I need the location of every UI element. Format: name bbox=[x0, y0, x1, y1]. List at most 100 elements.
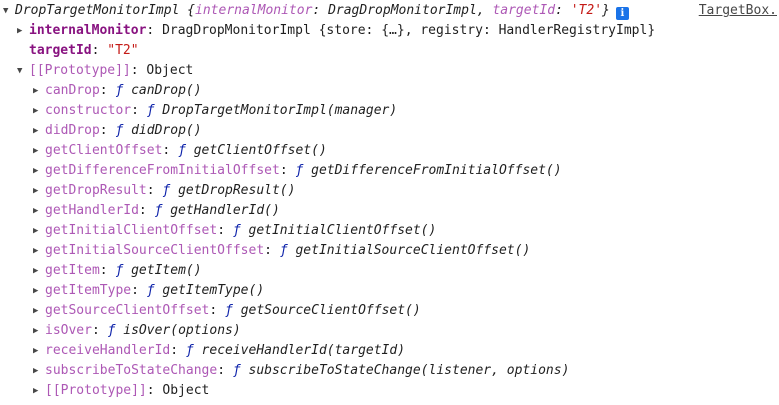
method-colon: : bbox=[131, 103, 147, 118]
method-row-constructor[interactable]: ▶constructor: ƒ DropTargetMonitorImpl(ma… bbox=[0, 101, 779, 121]
summary-value-internal-monitor: DragDropMonitorImpl bbox=[328, 3, 477, 18]
nested-prototype-row[interactable]: ▶ [[Prototype]]: Object bbox=[0, 381, 779, 401]
method-row-receive-handler-id[interactable]: ▶receiveHandlerId: ƒ receiveHandlerId(ta… bbox=[0, 341, 779, 361]
spacer bbox=[233, 303, 241, 318]
collapsed-arrow-icon[interactable]: ▶ bbox=[33, 146, 39, 156]
method-key: getSourceClientOffset bbox=[45, 303, 210, 318]
function-marker-icon: ƒ bbox=[185, 343, 194, 358]
summary-value-target-id: 'T2' bbox=[570, 3, 603, 18]
collapsed-arrow-icon[interactable]: ▶ bbox=[33, 186, 39, 196]
nested-prototype-key: [[Prototype]] bbox=[45, 383, 147, 398]
property-colon: : bbox=[91, 43, 108, 58]
prototype-key: [[Prototype]] bbox=[29, 63, 131, 78]
method-signature: getClientOffset() bbox=[193, 143, 327, 158]
method-colon: : bbox=[170, 343, 186, 358]
method-signature: didDrop() bbox=[131, 123, 202, 138]
nested-prototype-value: Object bbox=[162, 383, 210, 398]
property-row-internal-monitor[interactable]: ▶internalMonitor: DragDropMonitorImpl {s… bbox=[0, 21, 779, 41]
method-row-get-initial-source-client-offset[interactable]: ▶getInitialSourceClientOffset: ƒ getInit… bbox=[0, 241, 779, 261]
collapsed-arrow-icon[interactable]: ▶ bbox=[33, 86, 39, 96]
method-row-is-over[interactable]: ▶isOver: ƒ isOver(options) bbox=[0, 321, 779, 341]
prototype-methods-list: ▶canDrop: ƒ canDrop()▶constructor: ƒ Dro… bbox=[0, 81, 779, 381]
expanded-arrow-icon[interactable]: ▼ bbox=[17, 66, 23, 76]
method-row-did-drop[interactable]: ▶didDrop: ƒ didDrop() bbox=[0, 121, 779, 141]
collapsed-arrow-icon[interactable]: ▶ bbox=[33, 326, 39, 336]
collapsed-arrow-icon[interactable]: ▶ bbox=[33, 386, 39, 396]
method-signature: getItemType() bbox=[162, 283, 265, 298]
collapsed-arrow-icon[interactable]: ▶ bbox=[33, 286, 39, 296]
method-signature: getDifferenceFromInitialOffset() bbox=[311, 163, 562, 178]
method-row-get-item[interactable]: ▶getItem: ƒ getItem() bbox=[0, 261, 779, 281]
collapsed-arrow-icon[interactable]: ▶ bbox=[33, 306, 39, 316]
method-colon: : bbox=[99, 263, 116, 278]
summary-colon: : bbox=[555, 3, 571, 18]
method-colon: : bbox=[138, 203, 155, 218]
collapsed-arrow-icon[interactable]: ▶ bbox=[33, 166, 39, 176]
function-marker-icon: ƒ bbox=[225, 303, 233, 318]
nested-prototype-colon: : bbox=[146, 383, 163, 398]
method-colon: : bbox=[209, 303, 226, 318]
spacer bbox=[241, 363, 249, 378]
summary-suffix: } bbox=[602, 3, 610, 18]
collapsed-arrow-icon[interactable]: ▶ bbox=[33, 246, 39, 256]
function-marker-icon: ƒ bbox=[295, 163, 304, 178]
collapsed-arrow-icon[interactable]: ▶ bbox=[33, 226, 39, 236]
function-marker-icon: ƒ bbox=[107, 323, 116, 338]
prototype-row[interactable]: ▼[[Prototype]]: Object bbox=[0, 61, 779, 81]
function-marker-icon: ƒ bbox=[146, 103, 155, 118]
spacer bbox=[170, 183, 178, 198]
method-colon: : bbox=[99, 123, 116, 138]
spacer bbox=[123, 263, 131, 278]
property-key: targetId bbox=[29, 43, 92, 58]
expanded-arrow-icon[interactable]: ▼ bbox=[3, 6, 9, 16]
function-marker-icon: ƒ bbox=[178, 143, 186, 158]
method-row-get-initial-client-offset[interactable]: ▶getInitialClientOffset: ƒ getInitialCli… bbox=[0, 221, 779, 241]
property-value: DragDropMonitorImpl {store: {…}, registr… bbox=[162, 23, 656, 38]
spacer bbox=[303, 163, 311, 178]
method-signature: getSourceClientOffset() bbox=[240, 303, 421, 318]
function-marker-icon: ƒ bbox=[146, 283, 155, 298]
method-signature: getInitialSourceClientOffset() bbox=[295, 243, 531, 258]
collapsed-arrow-icon[interactable]: ▶ bbox=[33, 126, 39, 136]
summary-key-target-id: targetId bbox=[492, 3, 556, 18]
function-marker-icon: ƒ bbox=[115, 263, 124, 278]
function-marker-icon: ƒ bbox=[154, 203, 163, 218]
spacer bbox=[241, 223, 249, 238]
method-colon: : bbox=[131, 283, 147, 298]
info-icon[interactable]: i bbox=[615, 7, 629, 20]
object-summary-row[interactable]: ▼DropTargetMonitorImpl {internalMonitor:… bbox=[0, 1, 779, 21]
collapsed-arrow-icon[interactable]: ▶ bbox=[33, 206, 39, 216]
method-signature: isOver(options) bbox=[123, 323, 241, 338]
function-marker-icon: ƒ bbox=[232, 363, 241, 378]
collapsed-arrow-icon[interactable]: ▶ bbox=[33, 266, 39, 276]
method-row-get-client-offset[interactable]: ▶getClientOffset: ƒ getClientOffset() bbox=[0, 141, 779, 161]
method-row-get-drop-result[interactable]: ▶getDropResult: ƒ getDropResult() bbox=[0, 181, 779, 201]
collapsed-arrow-icon[interactable]: ▶ bbox=[33, 346, 39, 356]
property-colon: : bbox=[146, 23, 163, 38]
collapsed-arrow-icon[interactable]: ▶ bbox=[33, 106, 39, 116]
source-link[interactable]: TargetBox. bbox=[698, 3, 777, 18]
method-colon: : bbox=[217, 223, 233, 238]
method-colon: : bbox=[217, 363, 233, 378]
method-row-subscribe-to-state-change[interactable]: ▶subscribeToStateChange: ƒ subscribeToSt… bbox=[0, 361, 779, 381]
method-key: getInitialClientOffset bbox=[45, 223, 218, 238]
property-row-target-id: targetId: "T2" bbox=[0, 41, 779, 61]
method-row-get-source-client-offset[interactable]: ▶ getSourceClientOffset: ƒ getSourceClien… bbox=[0, 301, 779, 321]
method-signature: receiveHandlerId(targetId) bbox=[201, 343, 406, 358]
function-marker-icon: ƒ bbox=[232, 223, 241, 238]
method-row-get-handler-id[interactable]: ▶getHandlerId: ƒ getHandlerId() bbox=[0, 201, 779, 221]
method-row-get-difference-from-initial-offset[interactable]: ▶getDifferenceFromInitialOffset: ƒ getDi… bbox=[0, 161, 779, 181]
method-row-get-item-type[interactable]: ▶getItemType: ƒ getItemType() bbox=[0, 281, 779, 301]
method-key: getItem bbox=[45, 263, 100, 278]
method-colon: : bbox=[99, 83, 116, 98]
spacer bbox=[123, 83, 131, 98]
collapsed-arrow-icon[interactable]: ▶ bbox=[17, 26, 23, 36]
summary-comma: , bbox=[476, 3, 493, 18]
spacer bbox=[123, 123, 131, 138]
method-row-can-drop[interactable]: ▶canDrop: ƒ canDrop() bbox=[0, 81, 779, 101]
method-colon: : bbox=[264, 243, 280, 258]
collapsed-arrow-icon[interactable]: ▶ bbox=[33, 366, 39, 376]
method-key: constructor bbox=[45, 103, 132, 118]
summary-colon: : bbox=[312, 3, 329, 18]
